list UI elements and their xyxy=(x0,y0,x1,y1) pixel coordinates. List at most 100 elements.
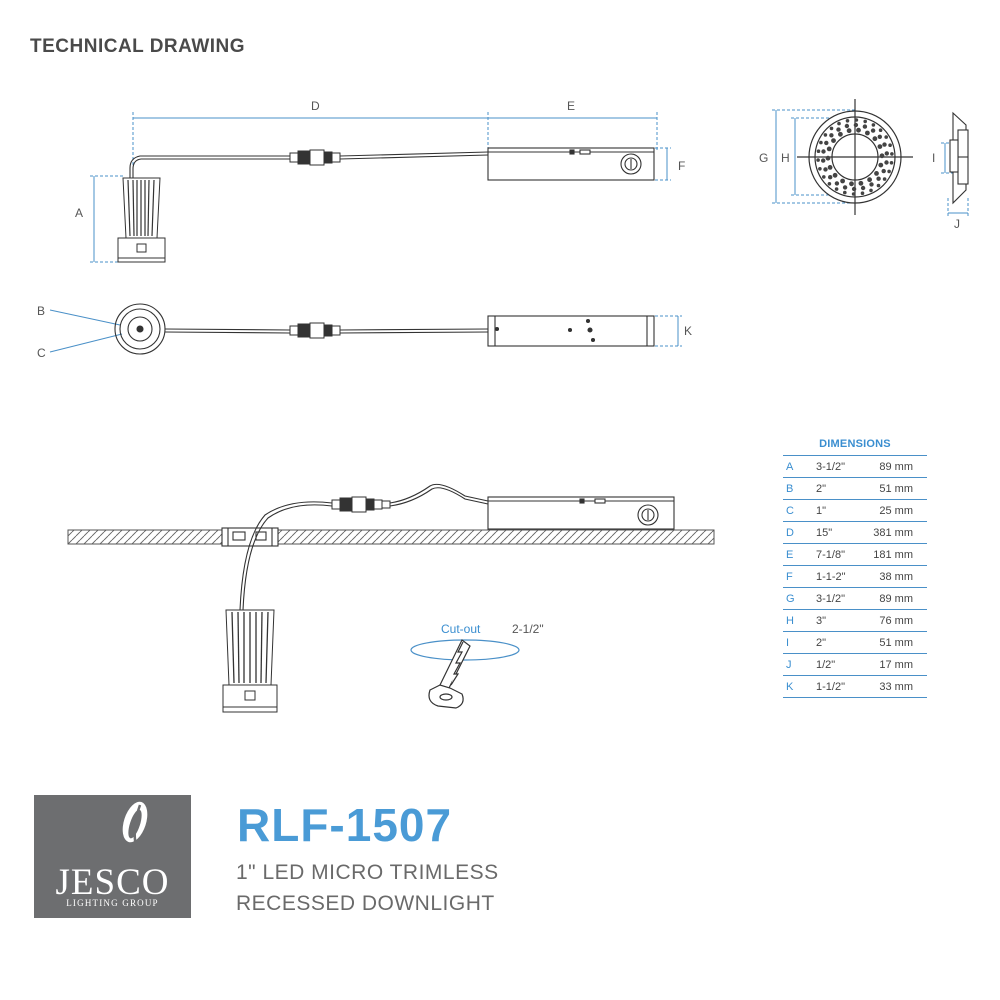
label-K: K xyxy=(684,324,692,338)
trim-dot xyxy=(846,128,852,134)
dimension-inches: 3-1/2" xyxy=(816,587,868,610)
trim-dot xyxy=(818,167,822,171)
trim-dot xyxy=(867,177,872,183)
side-elevation-view: D E A F xyxy=(75,99,685,263)
trim-dot xyxy=(816,158,820,162)
label-J: J xyxy=(954,217,960,231)
trim-dot xyxy=(829,133,834,138)
dimension-mm: 17 mm xyxy=(868,653,927,676)
product-description-line-2: RECESSED DOWNLIGHT xyxy=(236,892,495,915)
trim-dot xyxy=(869,188,873,193)
cable-connector xyxy=(289,149,341,166)
dimension-inches: 1/2" xyxy=(816,653,868,676)
dimensions-title: DIMENSIONS xyxy=(819,438,891,450)
trim-dot xyxy=(845,119,850,123)
dimension-key: E xyxy=(783,543,816,566)
trim-dot xyxy=(821,158,826,163)
trim-dot xyxy=(823,133,828,137)
trim-dot xyxy=(862,124,868,129)
dimension-key: B xyxy=(783,477,816,500)
trim-dot xyxy=(854,118,859,122)
dimension-mm: 89 mm xyxy=(868,455,927,478)
page-title: TECHNICAL DRAWING xyxy=(30,36,246,57)
dimension-inches: 2" xyxy=(816,631,868,654)
jesco-logo: JESCO LIGHTING GROUP xyxy=(34,795,191,918)
dimension-mm: 381 mm xyxy=(868,521,927,544)
trim-dot xyxy=(879,153,885,159)
trim-dot xyxy=(824,140,829,146)
saw-icon xyxy=(428,639,471,709)
label-D: D xyxy=(311,99,320,113)
trim-dot xyxy=(889,161,894,165)
dimension-key: A xyxy=(783,455,816,478)
trim-dot xyxy=(816,149,821,153)
label-I: I xyxy=(932,151,935,165)
trim-dot xyxy=(851,192,856,196)
trim-dot xyxy=(831,138,836,144)
label-G: G xyxy=(759,151,768,165)
trim-dot xyxy=(884,160,889,165)
trim-dot xyxy=(819,140,823,145)
trim-dot xyxy=(836,127,841,132)
dimension-key: D xyxy=(783,521,816,544)
dimension-key: I xyxy=(783,631,816,654)
dimension-inches: 7-1/8" xyxy=(816,543,868,566)
trim-dot xyxy=(877,134,882,139)
trim-dot xyxy=(884,135,888,139)
trim-dot xyxy=(870,128,876,133)
trim-dot xyxy=(890,152,894,156)
trim-dot xyxy=(877,144,883,150)
trim-dot xyxy=(828,175,833,180)
label-H: H xyxy=(781,151,790,165)
dimension-mm: 89 mm xyxy=(868,587,927,610)
dimension-key: G xyxy=(783,587,816,610)
trim-dot xyxy=(834,187,839,191)
dimension-key: K xyxy=(783,675,816,698)
dimension-mm: 51 mm xyxy=(868,631,927,654)
trim-dot xyxy=(853,122,859,128)
dimension-inches: 2" xyxy=(816,477,868,500)
trim-dot xyxy=(821,149,826,154)
dimension-inches: 3-1/2" xyxy=(816,455,868,478)
trim-dot xyxy=(823,167,828,172)
trim-dot xyxy=(878,162,884,168)
label-C: C xyxy=(37,346,46,360)
trim-dot xyxy=(844,123,850,129)
dimension-key: J xyxy=(783,653,816,676)
product-description-line-1: 1" LED MICRO TRIMLESS xyxy=(236,861,499,884)
trim-dot xyxy=(829,126,834,131)
dimension-inches: 1" xyxy=(816,499,868,522)
brand-subtitle: LIGHTING GROUP xyxy=(66,898,159,908)
trim-dot xyxy=(872,136,878,142)
trim-dot xyxy=(876,183,881,188)
dimension-mm: 51 mm xyxy=(868,477,927,500)
trim-dot xyxy=(838,131,843,137)
trim-dot-pattern xyxy=(816,118,894,196)
trim-dot xyxy=(832,172,838,178)
dimension-mm: 33 mm xyxy=(868,675,927,698)
dimension-mm: 181 mm xyxy=(868,543,927,566)
cutout-label: Cut-out xyxy=(441,622,481,636)
dimension-mm: 38 mm xyxy=(868,565,927,588)
label-F: F xyxy=(678,159,685,173)
product-model: RLF-1507 xyxy=(237,799,453,851)
brand-name: JESCO xyxy=(55,862,170,903)
dimension-key: H xyxy=(783,609,816,632)
trim-dot xyxy=(858,180,864,186)
trim-dot xyxy=(860,191,865,195)
trim-dot xyxy=(865,130,870,136)
trim-dot xyxy=(827,182,832,186)
dimension-inches: 15" xyxy=(816,521,868,544)
trim-dot xyxy=(849,181,854,187)
